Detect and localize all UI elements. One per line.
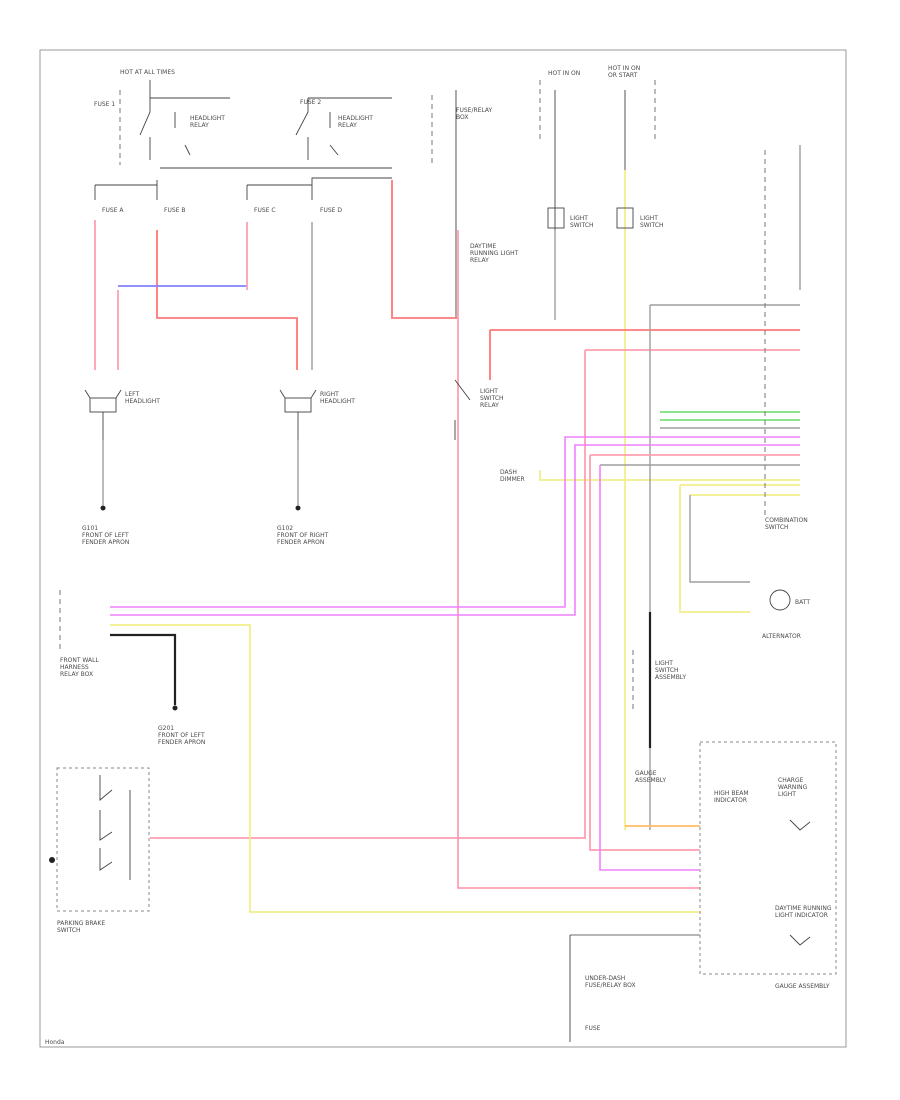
left-headlight-body: [89, 397, 117, 413]
top-bus: [149, 80, 392, 99]
parking-brake-switch: [99, 775, 131, 880]
dash-dimmer-label-2: DIMMER: [500, 476, 525, 483]
relay-switch-right: [295, 98, 339, 160]
wire-pink-gauge-2: [589, 455, 595, 851]
label-fuse-right-3: RELAY: [338, 122, 357, 129]
drl-relay-switch: [454, 379, 471, 440]
right-headlight-body: [284, 397, 312, 413]
label-fuse-a: FUSE A: [102, 207, 124, 214]
gauge-inner-drl: DAYTIME RUNNING: [775, 905, 832, 912]
light-switch-label-3: ASSEMBLY: [655, 674, 686, 681]
ground-g101: [100, 505, 106, 511]
gauge-inner-switch-2: [789, 934, 811, 946]
top-right-block-label-2: SWITCH: [570, 222, 594, 229]
top-right-block-label: LIGHT: [570, 215, 588, 222]
drl-relay-label-3: RELAY: [480, 402, 499, 409]
gauge-connector-label: GAUGE: [635, 770, 657, 777]
fuse-box-left-border: [119, 90, 433, 165]
relay-switch-left: [139, 98, 191, 160]
top-right-block-label-4: SWITCH: [640, 222, 664, 229]
wire-pink-long: [457, 230, 700, 889]
alternator-label: ALTERNATOR: [762, 633, 801, 640]
label-fuse-relay: FUSE/RELAY: [456, 107, 493, 114]
top-right-fuse-label: HOT IN ON: [548, 70, 580, 77]
gauge-inner-charge-2: WARNING: [778, 784, 808, 791]
under-dash-label-2: FUSE/RELAY BOX: [585, 982, 636, 989]
distribution-bus: [95, 177, 392, 186]
ground-g102: [295, 505, 301, 511]
wire-magenta-gauge-2: [599, 465, 605, 871]
wire-magenta-front-2: [110, 444, 580, 616]
parking-brake-box: [56, 767, 150, 912]
dimmer-relay-label-3: RELAY: [470, 257, 489, 264]
gauge-inner-charge-3: LIGHT: [778, 791, 796, 798]
label-fuse-d: FUSE D: [320, 207, 342, 214]
wire-alt-2: [679, 485, 750, 613]
gauge-inner-switch-1: [789, 819, 811, 831]
wire-red-vertical: [391, 180, 458, 319]
label-fuse-right-2: HEADLIGHT: [338, 115, 373, 122]
gauge-assembly-label: GAUGE ASSEMBLY: [775, 983, 830, 990]
combo-switch-label: COMBINATION: [765, 517, 808, 524]
drl-relay-label-2: SWITCH: [480, 395, 504, 402]
label-fuse-left-1: FUSE 1: [94, 101, 115, 108]
fuse-drops: [94, 185, 313, 200]
gauge-connector-label-2: ASSEMBLY: [635, 777, 666, 784]
gauge-inner-high-beam: HIGH BEAM: [714, 790, 749, 797]
label-fuse-c: FUSE C: [254, 207, 276, 214]
dash-dimmer-label: DASH: [500, 469, 517, 476]
ground-g201: [172, 705, 178, 711]
top-right-fuse2-label-b: OR START: [608, 72, 638, 79]
wire-magenta-front-1: [110, 436, 580, 608]
alternator-side-label: BATT: [795, 599, 810, 606]
parking-brake-ground: [49, 857, 55, 863]
label-fuse-relay-2: BOX: [456, 114, 468, 121]
top-right-fuse-wire: [554, 90, 626, 230]
light-switch-label: LIGHT: [655, 660, 673, 667]
wire-alt-1: [689, 495, 750, 583]
top-right-fuse2-label: HOT IN ON: [608, 65, 640, 72]
combo-switch-label-2: SWITCH: [765, 524, 789, 531]
diagram-frame: [39, 49, 847, 1048]
gauge-assembly-box: [699, 741, 837, 975]
under-dash-label: UNDER-DASH: [585, 975, 625, 982]
under-dash-label-3: FUSE: [585, 1025, 601, 1032]
top-right-block-label-3: LIGHT: [640, 215, 658, 222]
label-fuse-left-3: RELAY: [190, 122, 209, 129]
right-headlight-connector: [279, 389, 317, 440]
label-fuse-right-1: FUSE 2: [300, 99, 321, 106]
dimmer-relay-label-2: RUNNING LIGHT: [470, 250, 519, 257]
drl-relay-label: LIGHT: [480, 388, 498, 395]
fuse-box-left-title: HOT AT ALL TIMES: [120, 69, 175, 76]
label-fuse-b: FUSE B: [164, 207, 185, 214]
alternator-symbol: [769, 589, 791, 611]
light-switch-label-2: SWITCH: [655, 667, 679, 674]
wire-yellow-front: [110, 624, 700, 913]
wire-red-left-branch: [156, 230, 298, 370]
wire-black-ground-front: [110, 633, 177, 705]
wire-yellow-dimmer: [539, 470, 800, 481]
dimmer-relay-label: DAYTIME: [470, 243, 496, 250]
label-fuse-left-2: HEADLIGHT: [190, 115, 225, 122]
connector-block-top: [547, 207, 565, 229]
fuse-box-right-border: [539, 80, 656, 140]
gauge-inner-high-beam-2: INDICATOR: [714, 797, 747, 804]
footer-text: Honda: [45, 1039, 65, 1046]
connector-block-top-2: [616, 207, 634, 229]
gauge-inner-drl-2: LIGHT INDICATOR: [775, 912, 828, 919]
wire-pink-down: [150, 350, 586, 839]
left-headlight-connector: [84, 389, 122, 440]
gauge-inner-charge: CHARGE: [778, 777, 804, 784]
